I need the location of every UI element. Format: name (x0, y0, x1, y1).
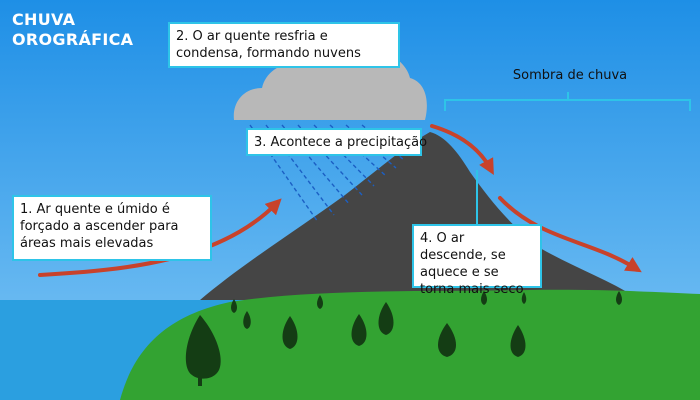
descending-air-arrow (498, 196, 642, 273)
rain-shadow-bracket (444, 92, 691, 111)
diagram-title: CHUVA OROGRÁFICA (12, 10, 133, 50)
step-1-label: 1. Ar quente e úmido é forçado a ascende… (12, 195, 212, 261)
cloud-exit-arrow (430, 124, 494, 175)
rain-shadow-label: Sombra de chuva (512, 68, 628, 83)
grassland (120, 289, 700, 400)
step-2-label: 2. O ar quente resfria e condensa, forma… (168, 22, 400, 68)
trees (185, 291, 622, 386)
step-3-label: 3. Acontece a precipitação (246, 128, 427, 156)
step-4-label: 4. O ar descende, se aquece e se torna m… (412, 224, 542, 297)
title-line-1: CHUVA (12, 10, 76, 29)
title-line-2: OROGRÁFICA (12, 30, 134, 49)
